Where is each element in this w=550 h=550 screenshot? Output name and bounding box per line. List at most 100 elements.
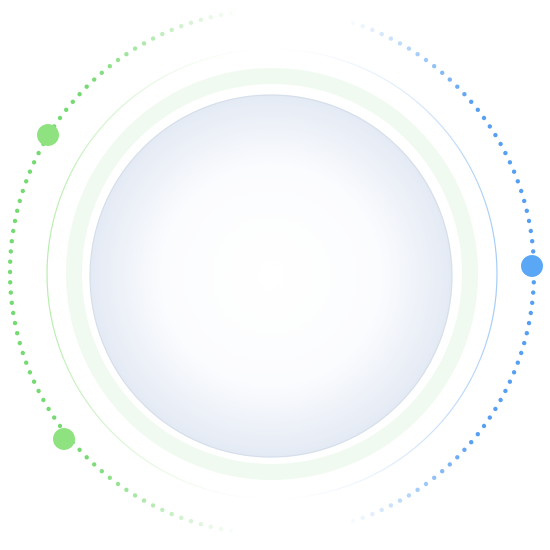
green-dot — [188, 519, 194, 524]
green-dot — [218, 12, 224, 18]
green-dot — [169, 27, 174, 33]
green-dot — [179, 24, 184, 29]
blue-dot — [511, 169, 517, 174]
green-dot — [17, 198, 22, 204]
blue-dot — [498, 397, 503, 403]
blue-dot — [406, 493, 412, 498]
blue-dot — [370, 27, 375, 33]
blue-dot — [462, 92, 467, 97]
green-dot — [208, 524, 213, 529]
green-dot — [77, 92, 82, 97]
blue-dot — [481, 423, 487, 429]
blue-dot — [522, 198, 527, 204]
green-dot — [31, 160, 37, 165]
blue-dot — [531, 290, 536, 295]
green-dot — [124, 487, 129, 492]
blue-dot — [432, 63, 437, 69]
blue-dot — [447, 77, 452, 82]
green-handle-top[interactable] — [37, 124, 59, 146]
green-dot — [57, 115, 63, 121]
blue-dot — [487, 415, 492, 420]
green-dot — [7, 269, 13, 275]
blue-dot — [388, 36, 394, 41]
green-dot — [52, 415, 57, 420]
green-dot — [124, 52, 129, 57]
green-dot — [198, 17, 204, 22]
green-dot — [31, 379, 37, 384]
blue-handle-right[interactable] — [521, 255, 543, 277]
blue-dot — [469, 99, 474, 105]
green-dot — [115, 481, 121, 487]
green-dot — [9, 239, 14, 244]
blue-dot — [526, 218, 532, 224]
green-dot — [169, 511, 174, 517]
green-dot — [20, 350, 25, 356]
blue-dot — [507, 379, 513, 384]
green-dot — [132, 493, 138, 498]
green-dot — [107, 475, 113, 480]
green-handle-bottom[interactable] — [53, 428, 75, 450]
green-dot — [12, 218, 18, 224]
green-dot — [24, 179, 29, 184]
green-dot — [150, 36, 156, 41]
green-dot — [11, 228, 16, 234]
blue-dot — [379, 31, 384, 37]
green-dot — [84, 455, 89, 460]
blue-dot — [360, 24, 365, 29]
blue-dot — [350, 20, 356, 25]
blue-dot — [350, 519, 356, 524]
green-dot — [99, 469, 105, 474]
green-dot — [208, 15, 213, 20]
thin-outer-ring — [46, 48, 498, 500]
blue-dot — [360, 515, 365, 520]
green-dot — [141, 498, 147, 503]
green-dot — [150, 503, 156, 508]
green-dot — [17, 340, 22, 346]
green-dot — [77, 447, 82, 452]
green-dot — [99, 70, 105, 76]
blue-dot — [524, 208, 529, 213]
blue-dot — [515, 179, 520, 184]
green-dot — [92, 462, 97, 467]
blue-dot — [493, 406, 498, 412]
blue-dot — [487, 124, 492, 129]
green-dot — [9, 300, 14, 305]
blue-dot — [462, 447, 467, 452]
green-dot — [11, 310, 16, 316]
green-dot — [188, 20, 194, 25]
blue-dot — [526, 320, 532, 326]
blue-dot — [397, 498, 403, 503]
blue-dot — [498, 141, 503, 147]
green-dot — [8, 280, 13, 285]
green-dot — [15, 331, 20, 336]
green-dot — [15, 208, 20, 213]
blue-dot — [515, 360, 520, 365]
green-dot — [27, 169, 33, 174]
blue-dot — [379, 507, 384, 513]
green-dot — [218, 526, 224, 532]
blue-dot — [370, 511, 375, 517]
green-dot — [84, 84, 89, 89]
green-dot — [36, 150, 41, 156]
green-dot — [8, 290, 13, 295]
green-dot — [63, 107, 69, 113]
blue-dot — [423, 481, 429, 487]
blue-dot — [455, 455, 460, 460]
blue-dot — [440, 70, 445, 76]
green-dot — [107, 63, 113, 69]
blue-dot — [503, 150, 508, 156]
blue-dot — [481, 115, 487, 121]
blue-dot — [530, 300, 535, 305]
green-dot — [160, 31, 165, 37]
blue-dot — [519, 350, 524, 356]
green-dot — [179, 515, 184, 520]
soft-glow-ring — [66, 68, 478, 480]
green-dot — [27, 370, 33, 375]
blue-dot — [528, 310, 533, 316]
green-dot — [132, 46, 138, 51]
green-dot — [70, 99, 76, 105]
green-dot — [228, 11, 234, 16]
blue-dot — [524, 331, 529, 336]
blue-dot — [511, 370, 517, 375]
